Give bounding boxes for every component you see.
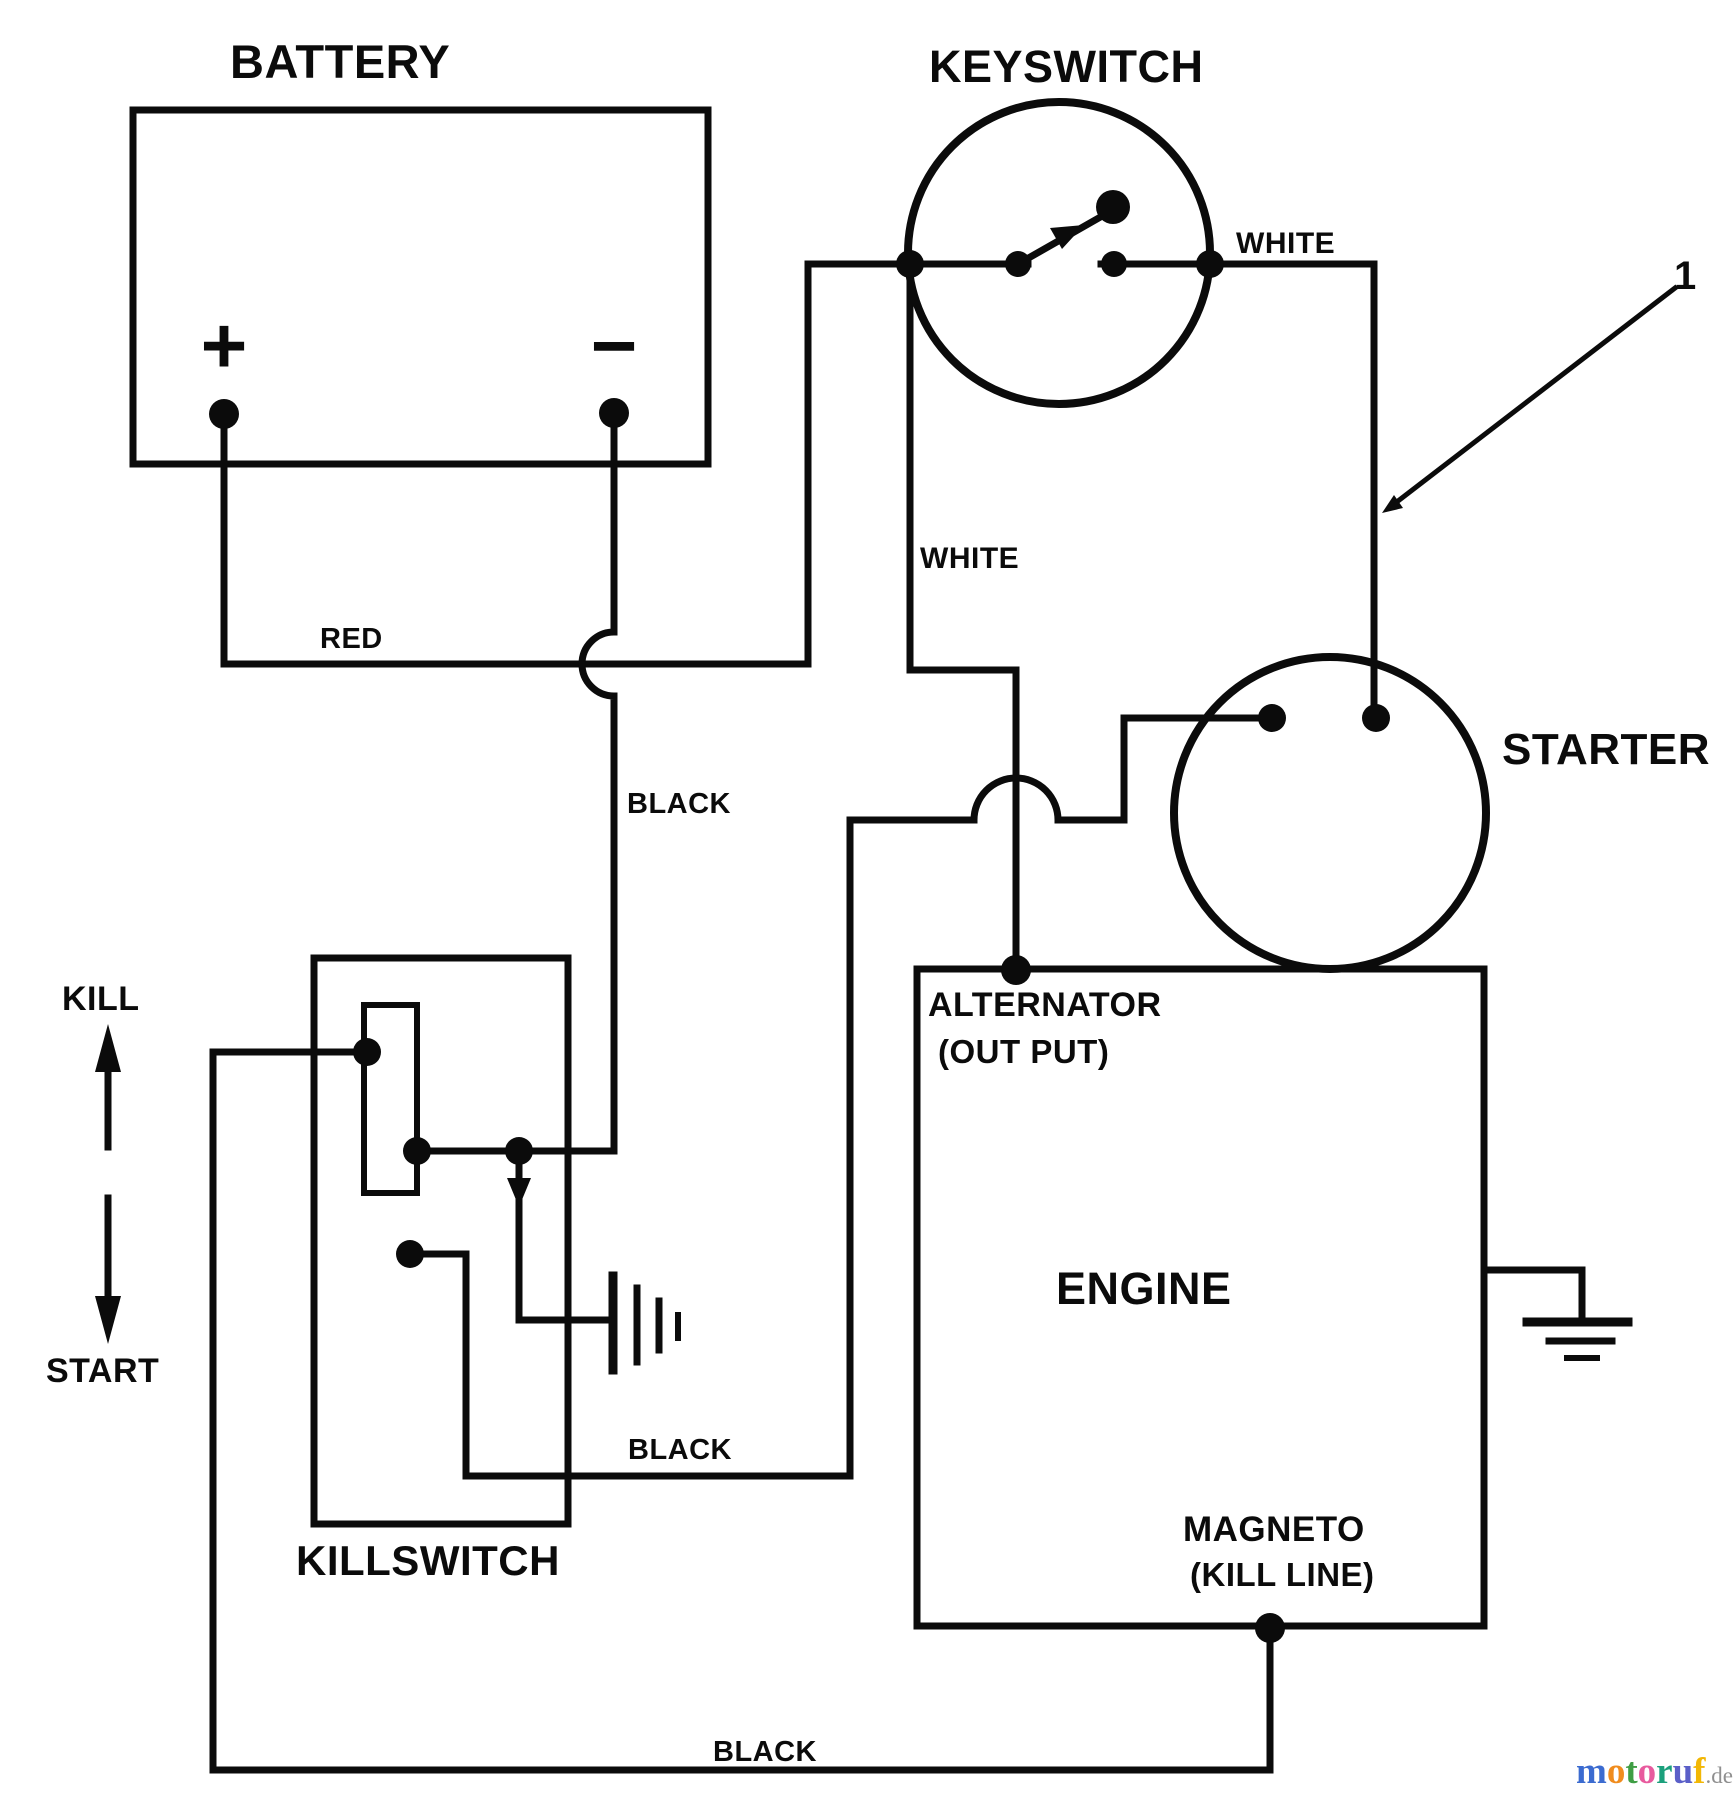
keyswitch-contact-right xyxy=(1101,251,1127,277)
battery-plus-sign: + xyxy=(200,301,248,390)
watermark-logo: motoruf.de xyxy=(1576,1750,1733,1793)
killswitch-terminal-kill xyxy=(353,1038,381,1066)
killswitch-terminal-start xyxy=(396,1240,424,1268)
kill-arrow-head xyxy=(95,1024,121,1072)
alternator-label: ALTERNATOR xyxy=(928,986,1162,1024)
starter-circle xyxy=(1170,653,1490,973)
starter-terminal-left xyxy=(1258,704,1286,732)
killswitch-ground-arrowhead xyxy=(507,1178,531,1207)
engine-box xyxy=(913,965,1488,1630)
wire-label-white-alternator: WHITE xyxy=(920,542,1020,575)
engine-label: ENGINE xyxy=(1056,1263,1232,1314)
start-arrow-head xyxy=(95,1296,121,1344)
killswitch-junction-ground xyxy=(505,1137,533,1165)
kill-position-label: KILL xyxy=(62,980,140,1018)
killswitch-label: KILLSWITCH xyxy=(296,1537,560,1584)
start-position-label: START xyxy=(46,1352,160,1390)
killswitch-inner-contact-frame xyxy=(361,1002,420,1196)
wire-label-white-starter: WHITE xyxy=(1236,227,1336,260)
keyswitch-arm-dot xyxy=(1096,190,1130,224)
wire-label-black-killswitch: BLACK xyxy=(628,1434,732,1466)
magneto-kill-terminal xyxy=(1255,1613,1285,1643)
keyswitch-terminal-right xyxy=(1196,250,1224,278)
keyswitch-circle xyxy=(904,98,1214,408)
watermark-letter: r xyxy=(1656,1751,1673,1792)
wire-killswitch-ground xyxy=(515,1147,617,1324)
killswitch-box xyxy=(310,954,572,1528)
wire-black-battery xyxy=(413,409,618,1155)
watermark-letter: f xyxy=(1693,1751,1706,1792)
watermark-suffix: .de xyxy=(1705,1763,1733,1788)
wire-white-alternator xyxy=(906,260,1020,974)
keyswitch-arm-arrowhead xyxy=(1050,225,1084,249)
callout-1-number: 1 xyxy=(1674,254,1697,298)
callout-1-arrowhead xyxy=(1382,495,1403,513)
magneto-sublabel: (KILL LINE) xyxy=(1190,1556,1375,1593)
battery-minus-terminal xyxy=(599,398,629,428)
wire-label-black-battery: BLACK xyxy=(627,788,731,820)
watermark-letter: m xyxy=(1576,1751,1607,1792)
watermark-letter: o xyxy=(1637,1751,1657,1792)
wire-black-magneto xyxy=(209,1048,1274,1774)
battery-minus-sign: − xyxy=(590,301,638,390)
wire-starter-killswitch xyxy=(406,714,1276,1480)
starter-terminal-right xyxy=(1362,704,1390,732)
battery-box xyxy=(129,106,712,468)
alternator-sublabel: (OUT PUT) xyxy=(938,1033,1110,1070)
keyswitch-label: KEYSWITCH xyxy=(929,41,1204,92)
watermark-letter: u xyxy=(1672,1751,1694,1792)
alternator-output-terminal xyxy=(1001,955,1031,985)
wire-red xyxy=(220,260,812,668)
callout-1-line xyxy=(1394,284,1679,505)
watermark-letter: t xyxy=(1625,1751,1638,1792)
wire-engine-ground xyxy=(1480,1266,1586,1326)
wire-label-black-magneto: BLACK xyxy=(713,1736,817,1768)
keyswitch-terminal-left xyxy=(896,250,924,278)
magneto-label: MAGNETO xyxy=(1183,1510,1365,1549)
watermark-letter: o xyxy=(1606,1751,1626,1792)
battery-label: BATTERY xyxy=(230,35,451,88)
battery-plus-terminal xyxy=(209,399,239,429)
wire-label-red: RED xyxy=(320,623,383,655)
starter-label: STARTER xyxy=(1502,725,1711,774)
killswitch-terminal-common xyxy=(403,1137,431,1165)
keyswitch-contact-left xyxy=(1005,251,1031,277)
